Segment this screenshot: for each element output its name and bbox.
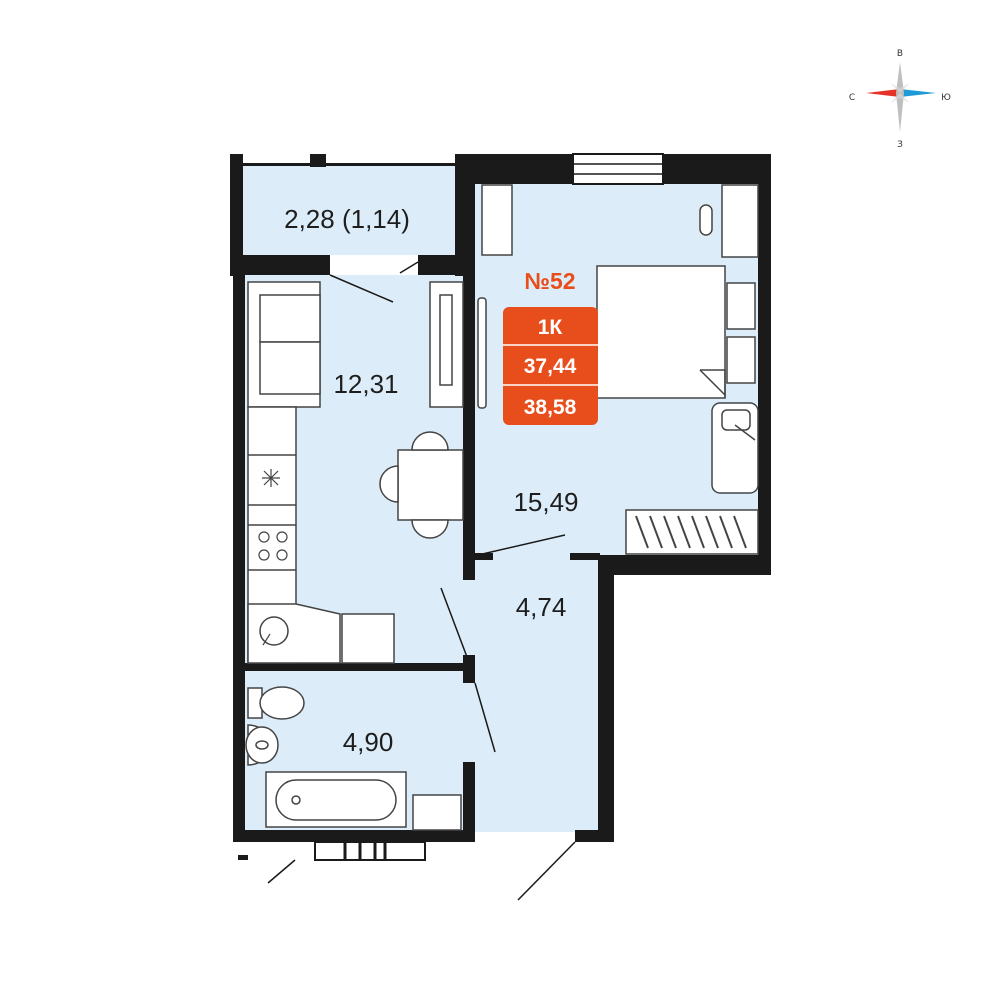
kitchen-area-label: 12,31 bbox=[333, 369, 398, 399]
wall-hall-right bbox=[598, 555, 614, 842]
compass-north-pointer bbox=[866, 89, 900, 97]
desk bbox=[721, 184, 759, 258]
bed-pillow-1 bbox=[726, 282, 756, 330]
bathroom-area-label: 4,90 bbox=[343, 727, 394, 757]
compass-label-north: С bbox=[849, 93, 855, 103]
total-area: 38,58 bbox=[524, 396, 577, 419]
desk-chair bbox=[699, 204, 713, 236]
bed-pillow-2 bbox=[726, 336, 756, 384]
wardrobe-hatching bbox=[635, 515, 747, 549]
bed bbox=[596, 265, 726, 399]
apartment-number: №52 bbox=[524, 268, 575, 294]
wall-bedroom-hall-right bbox=[570, 553, 600, 560]
balcony-area-label: 2,28 (1,14) bbox=[284, 204, 410, 234]
window-bedroom bbox=[572, 153, 664, 185]
compass-south-pointer bbox=[900, 89, 936, 97]
door-balcony-left bbox=[329, 274, 394, 303]
door-entrance-small bbox=[267, 859, 296, 884]
wall-kitchen-bedroom bbox=[463, 275, 475, 580]
wardrobe-top-left bbox=[481, 184, 513, 256]
compass-east-pointer bbox=[896, 62, 904, 93]
door-kitchen bbox=[440, 587, 471, 666]
hob-icons bbox=[258, 469, 288, 646]
kitchen-sink bbox=[259, 616, 289, 646]
window-bathroom bbox=[314, 841, 426, 861]
wall-bottom-mid bbox=[315, 830, 470, 842]
kitchen-furniture bbox=[247, 281, 464, 664]
wall-balcony-bottom-left bbox=[230, 255, 330, 275]
apartment-type: 1К bbox=[538, 316, 563, 339]
wall-bedroom-top-left bbox=[455, 154, 573, 184]
wall-bedroom-bottom bbox=[598, 555, 771, 575]
dining-table bbox=[397, 449, 464, 521]
wall-bottom-left bbox=[233, 830, 315, 842]
bedroom-area-label: 15,49 bbox=[513, 487, 578, 517]
wall-kitchen-bathroom bbox=[243, 663, 465, 671]
chair-top bbox=[411, 431, 449, 451]
dishwasher bbox=[341, 613, 395, 664]
hall-area-label: 4,74 bbox=[516, 592, 567, 622]
doors bbox=[267, 261, 576, 901]
wall-bottom-right bbox=[575, 830, 614, 842]
wall-bedroom-left-upper bbox=[455, 154, 475, 276]
apartment-badge bbox=[503, 307, 598, 425]
wall-bedroom-right bbox=[758, 154, 771, 574]
walls bbox=[230, 153, 771, 860]
compass: В С Ю З bbox=[849, 49, 951, 150]
door-bathroom bbox=[474, 682, 496, 753]
wall-balcony-bottom-right bbox=[418, 255, 458, 275]
washing-machine bbox=[412, 794, 462, 831]
chair-bottom bbox=[411, 519, 449, 539]
bedroom-furniture bbox=[477, 184, 759, 555]
wall-bathroom-right bbox=[463, 762, 475, 842]
wall-bedroom-top-right bbox=[663, 154, 771, 184]
wall-outer-left bbox=[233, 275, 245, 842]
wall-mirror bbox=[477, 297, 487, 409]
compass-label-east: В bbox=[897, 49, 903, 59]
door-balcony-right bbox=[399, 261, 419, 274]
wall-stub bbox=[238, 855, 248, 860]
compass-west-pointer bbox=[896, 93, 904, 132]
hall-floor bbox=[470, 555, 600, 832]
bathroom-fixtures bbox=[245, 686, 462, 831]
wall-hall-divider bbox=[463, 655, 475, 683]
wall-bedroom-hall bbox=[463, 553, 493, 560]
door-entrance bbox=[517, 841, 576, 901]
living-area: 37,44 bbox=[524, 355, 577, 378]
compass-label-west: З bbox=[897, 140, 903, 150]
chair-left bbox=[379, 465, 399, 503]
door-bedroom bbox=[477, 534, 566, 556]
balcony-floor bbox=[238, 165, 455, 255]
wall-balcony-left bbox=[230, 154, 243, 276]
toilet-bowl bbox=[259, 686, 305, 720]
wall-balcony-top bbox=[243, 163, 455, 166]
compass-label-south: Ю bbox=[941, 93, 951, 103]
